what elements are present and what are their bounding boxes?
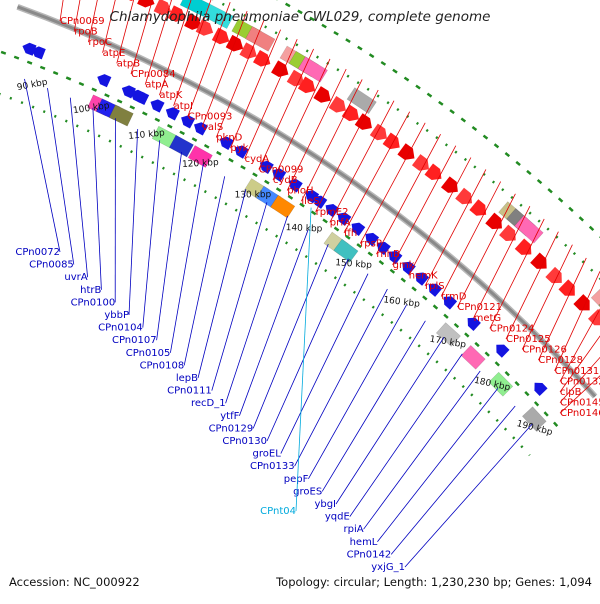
forward-gene-label: rpsP xyxy=(360,239,382,250)
forward-gene-label: CPn0124 xyxy=(490,323,535,334)
reverse-gene-label: CPn0100 xyxy=(71,297,116,308)
forward-gene-arrow xyxy=(313,86,334,106)
reverse-gene-label: pepF xyxy=(284,474,309,485)
reverse-gene-label: lepB xyxy=(176,373,198,384)
reverse-gene-arrow xyxy=(95,72,111,87)
reverse-gene-label: CPn0142 xyxy=(347,549,392,560)
scale-tick-label: 150 kbp xyxy=(335,258,373,271)
forward-gene-label: rnhB xyxy=(376,249,400,260)
genome-summary: Topology: circular; Length: 1,230,230 bp… xyxy=(276,575,592,589)
reverse-gene-label: CPn0111 xyxy=(167,386,212,397)
forward-gene-label: CPn0121 xyxy=(457,302,502,313)
reverse-gene-label: yxjG_1 xyxy=(371,562,405,573)
reverse-label-leader xyxy=(377,388,498,542)
reverse-gene-label: ybgI xyxy=(314,499,336,510)
rna-gene-label: CPnt04 xyxy=(260,506,296,517)
forward-gene-label: CPn0131 xyxy=(555,366,600,377)
forward-gene-label: CPn0099 xyxy=(259,164,304,175)
forward-gene-label: atpE xyxy=(103,48,126,59)
reverse-label-leader xyxy=(295,289,388,466)
rna-label-leader xyxy=(296,208,311,511)
forward-gene-arrow xyxy=(530,253,551,274)
accession-label: Accession: NC_000922 xyxy=(9,575,140,589)
reverse-gene-label: CPn0130 xyxy=(222,436,267,447)
forward-gene-label: atpA xyxy=(145,80,168,91)
forward-gene-label: rpoB xyxy=(74,27,98,38)
map-title: Chlamydophila pneumoniae CWL029, complet… xyxy=(0,9,600,25)
reverse-gene-label: yqdE xyxy=(325,512,350,523)
reverse-gene-label: htrB xyxy=(80,285,101,296)
reverse-label-leader xyxy=(281,274,368,454)
forward-gene-label: gmk xyxy=(393,260,415,271)
reverse-gene-label: uvrA xyxy=(64,272,87,283)
forward-label-leader xyxy=(490,219,544,329)
forward-gene-label: rpmE2 xyxy=(316,207,349,218)
reverse-label-leader xyxy=(184,176,225,365)
reverse-label-leader xyxy=(48,88,74,265)
reverse-label-leader xyxy=(308,305,406,479)
reverse-label-leader xyxy=(391,406,515,554)
reverse-gene-label: ytfF xyxy=(220,411,239,422)
forward-gene-label: atpK xyxy=(159,90,182,101)
reverse-gene-label: CPn0104 xyxy=(98,323,143,334)
scale-tick-label: 160 kbp xyxy=(383,295,421,309)
reverse-gene-label: CPn0072 xyxy=(15,247,60,258)
reverse-gene-label: CPn0085 xyxy=(29,260,74,271)
forward-gene-label: CPn0084 xyxy=(131,69,176,80)
scale-tick-label: 140 kbp xyxy=(285,223,322,234)
scale-tick-label: 130 kbp xyxy=(235,190,272,200)
forward-gene-label: CPn0146 xyxy=(560,408,600,419)
scale-tick-label: 90 kbp xyxy=(16,77,49,93)
scale-tick-label: 170 kbp xyxy=(429,335,467,351)
reverse-label-leader xyxy=(405,424,532,567)
reverse-gene-label: rpiA xyxy=(344,524,364,535)
reverse-gene-label: CPn0133 xyxy=(250,461,295,472)
reverse-label-leader xyxy=(336,337,444,504)
forward-gene-label: pyk xyxy=(230,143,248,154)
reverse-gene-label: CPn0108 xyxy=(140,360,185,371)
forward-gene-label: ffh xyxy=(344,228,357,239)
reverse-gene-label: groEL xyxy=(253,449,282,460)
forward-gene-label: CPn0145 xyxy=(560,398,600,409)
reverse-gene-label: CPn0129 xyxy=(209,423,254,434)
forward-gene-label: hemK xyxy=(409,270,438,281)
forward-gene-label: CPn0093 xyxy=(188,111,233,122)
reverse-label-leader xyxy=(253,244,328,428)
reverse-label-leader xyxy=(198,189,246,378)
forward-gene-arrow xyxy=(469,199,490,220)
reverse-label-leader xyxy=(170,164,203,353)
forward-gene-label: cydA xyxy=(245,154,270,165)
reverse-gene-label: CPn0105 xyxy=(126,348,171,359)
forward-gene-label: pknD xyxy=(216,133,242,144)
reverse-gene-arrow xyxy=(531,379,548,396)
reverse-gene-label: ybbP xyxy=(104,310,129,321)
forward-gene-label: CPn0125 xyxy=(506,334,551,345)
reverse-label-leader xyxy=(267,259,348,441)
reverse-gene-label: recD_1 xyxy=(191,398,226,409)
reverse-gene-label: CPn0107 xyxy=(112,335,157,346)
forward-gene-label: rpoC xyxy=(88,37,112,48)
reverse-gene-label: hemL xyxy=(350,537,378,548)
forward-gene-label: ileS xyxy=(301,196,319,207)
scale-tick-label: 120 kbp xyxy=(182,158,219,170)
forward-gene-label: atpB xyxy=(117,58,140,69)
reverse-label-leader xyxy=(25,79,61,252)
forward-gene-label: phoH xyxy=(287,186,313,197)
reverse-label-leader xyxy=(350,354,463,517)
reverse-label-leader xyxy=(70,98,87,278)
forward-gene-label: rplS xyxy=(425,281,445,292)
reverse-label-leader xyxy=(143,140,160,327)
reverse-label-leader xyxy=(129,129,138,315)
